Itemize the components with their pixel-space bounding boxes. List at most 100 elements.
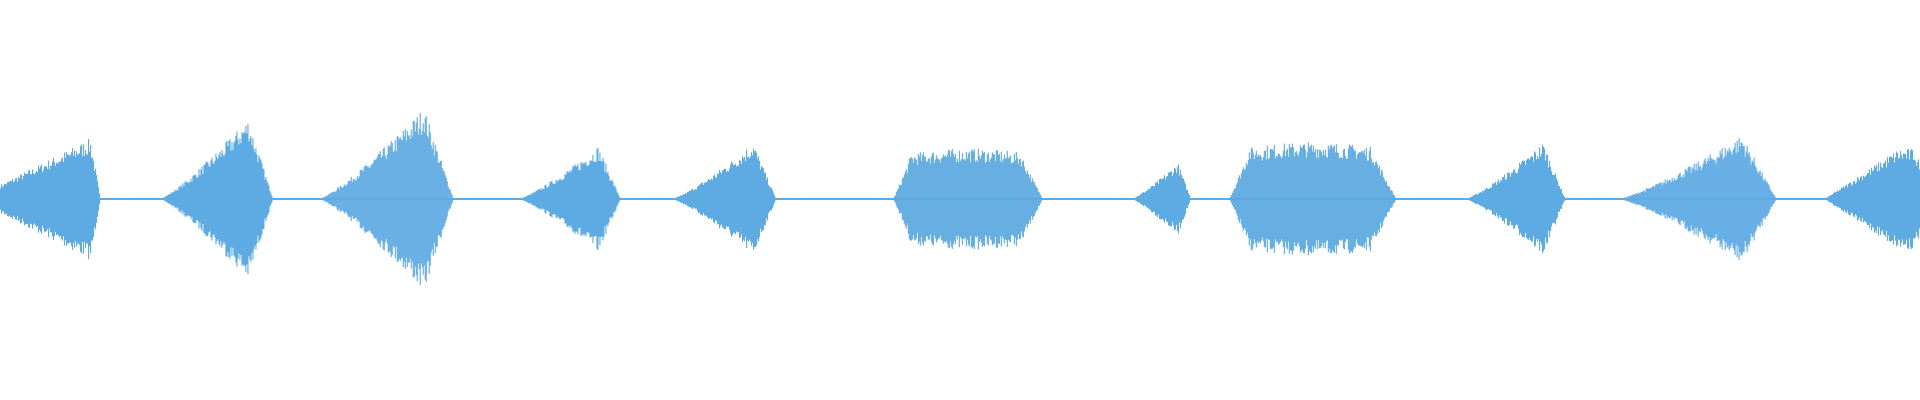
- waveform-bar: [962, 159, 964, 239]
- waveform-bar: [1768, 185, 1770, 213]
- waveform-bar: [17, 181, 19, 217]
- waveform-bar: [909, 157, 911, 241]
- waveform-bar: [232, 150, 234, 248]
- waveform-bar: [1167, 172, 1169, 226]
- waveform-bar: [1009, 155, 1011, 243]
- waveform-bar: [389, 145, 391, 253]
- waveform-bar: [1859, 180, 1861, 218]
- waveform-bar: [551, 180, 553, 218]
- waveform-bar: [1273, 145, 1275, 253]
- waveform-bar: [239, 138, 241, 260]
- waveform-bar: [989, 159, 991, 239]
- waveform-bar: [231, 142, 233, 257]
- waveform-bar: [1253, 159, 1255, 239]
- waveform-bar: [353, 179, 355, 219]
- waveform-bar: [1495, 181, 1497, 217]
- waveform-bar: [1350, 146, 1352, 252]
- waveform-bar: [1647, 188, 1649, 210]
- waveform-bar: [1723, 157, 1725, 241]
- waveform-bar: [678, 196, 680, 202]
- waveform-bar: [87, 154, 89, 244]
- waveform-bar: [1701, 167, 1703, 231]
- waveform-bar: [318, 198, 320, 200]
- waveform-bar: [587, 165, 589, 233]
- waveform-bar: [18, 177, 20, 221]
- waveform-bar: [1836, 191, 1838, 207]
- waveform-bar: [522, 197, 524, 201]
- waveform-bar: [1742, 146, 1744, 252]
- waveform-bar: [524, 197, 526, 201]
- waveform-bar: [911, 158, 913, 240]
- waveform-bar: [1471, 196, 1473, 202]
- waveform-bar: [1489, 188, 1491, 210]
- waveform-bar: [1624, 197, 1626, 201]
- waveform-bar: [1850, 182, 1852, 216]
- waveform-bar: [69, 155, 71, 243]
- waveform-bar: [1762, 179, 1764, 219]
- waveform-bar: [219, 151, 221, 247]
- waveform-bar: [62, 157, 64, 241]
- waveform-bar: [604, 171, 606, 227]
- waveform-bar: [681, 195, 683, 203]
- waveform-bar: [1861, 176, 1863, 222]
- waveform-bar: [52, 161, 54, 237]
- waveform-bar: [1284, 156, 1286, 242]
- waveform-bar: [167, 194, 169, 204]
- waveform-bar: [1743, 146, 1745, 252]
- waveform-bar: [5, 184, 7, 214]
- waveform-bar: [701, 183, 703, 216]
- waveform-bar: [1899, 157, 1901, 241]
- waveform-bar: [61, 158, 63, 240]
- waveform-bar: [1774, 196, 1776, 202]
- waveform-bar: [1160, 179, 1162, 220]
- waveform-bar: [702, 182, 704, 216]
- waveform-bar: [1186, 189, 1188, 209]
- waveform-bar: [1134, 197, 1136, 201]
- waveform-bar: [411, 136, 413, 262]
- waveform-bar: [210, 160, 212, 238]
- waveform-bar: [1650, 187, 1652, 211]
- waveform-bar: [1552, 174, 1554, 224]
- waveform-bar: [439, 160, 441, 238]
- waveform-bar: [1383, 179, 1385, 219]
- waveform-bar: [1324, 149, 1326, 249]
- waveform-bar: [1555, 173, 1557, 225]
- waveform-bar: [547, 187, 549, 211]
- waveform-bar: [1382, 176, 1384, 222]
- waveform-bar: [700, 183, 702, 215]
- waveform-bar: [1517, 172, 1519, 226]
- waveform-bar: [575, 166, 577, 232]
- waveform-bar: [1835, 192, 1837, 206]
- waveform-bar: [1653, 187, 1655, 211]
- waveform-bar: [676, 197, 678, 201]
- waveform-bar: [554, 184, 556, 215]
- waveform-bar: [767, 177, 769, 221]
- waveform-bar: [54, 162, 56, 236]
- waveform-bar: [446, 181, 448, 217]
- waveform-bar: [971, 149, 973, 249]
- waveform-bar: [44, 166, 46, 232]
- waveform-bar: [685, 192, 687, 206]
- waveform-bar: [1345, 159, 1347, 239]
- waveform-bar: [1868, 173, 1870, 225]
- waveform-bar: [1710, 157, 1712, 241]
- waveform-bar: [1671, 177, 1673, 221]
- waveform-bar: [544, 185, 546, 213]
- waveform-bar: [50, 165, 52, 233]
- waveform-bar: [729, 168, 731, 230]
- waveform-bar: [1334, 152, 1336, 246]
- waveform-bar: [432, 142, 434, 256]
- waveform-bar: [26, 173, 28, 225]
- waveform-bar: [1506, 179, 1508, 219]
- waveform-bar: [1311, 151, 1313, 247]
- waveform-bar: [1306, 152, 1308, 246]
- waveform-bar: [175, 191, 177, 207]
- waveform-bar: [1492, 183, 1494, 215]
- waveform-bar: [445, 177, 447, 221]
- waveform-bar: [323, 197, 325, 201]
- waveform-bar: [397, 137, 399, 261]
- waveform-bar: [1475, 194, 1477, 204]
- waveform-bar: [1554, 175, 1556, 223]
- waveform-bar: [1622, 198, 1624, 200]
- waveform-bar: [211, 157, 213, 241]
